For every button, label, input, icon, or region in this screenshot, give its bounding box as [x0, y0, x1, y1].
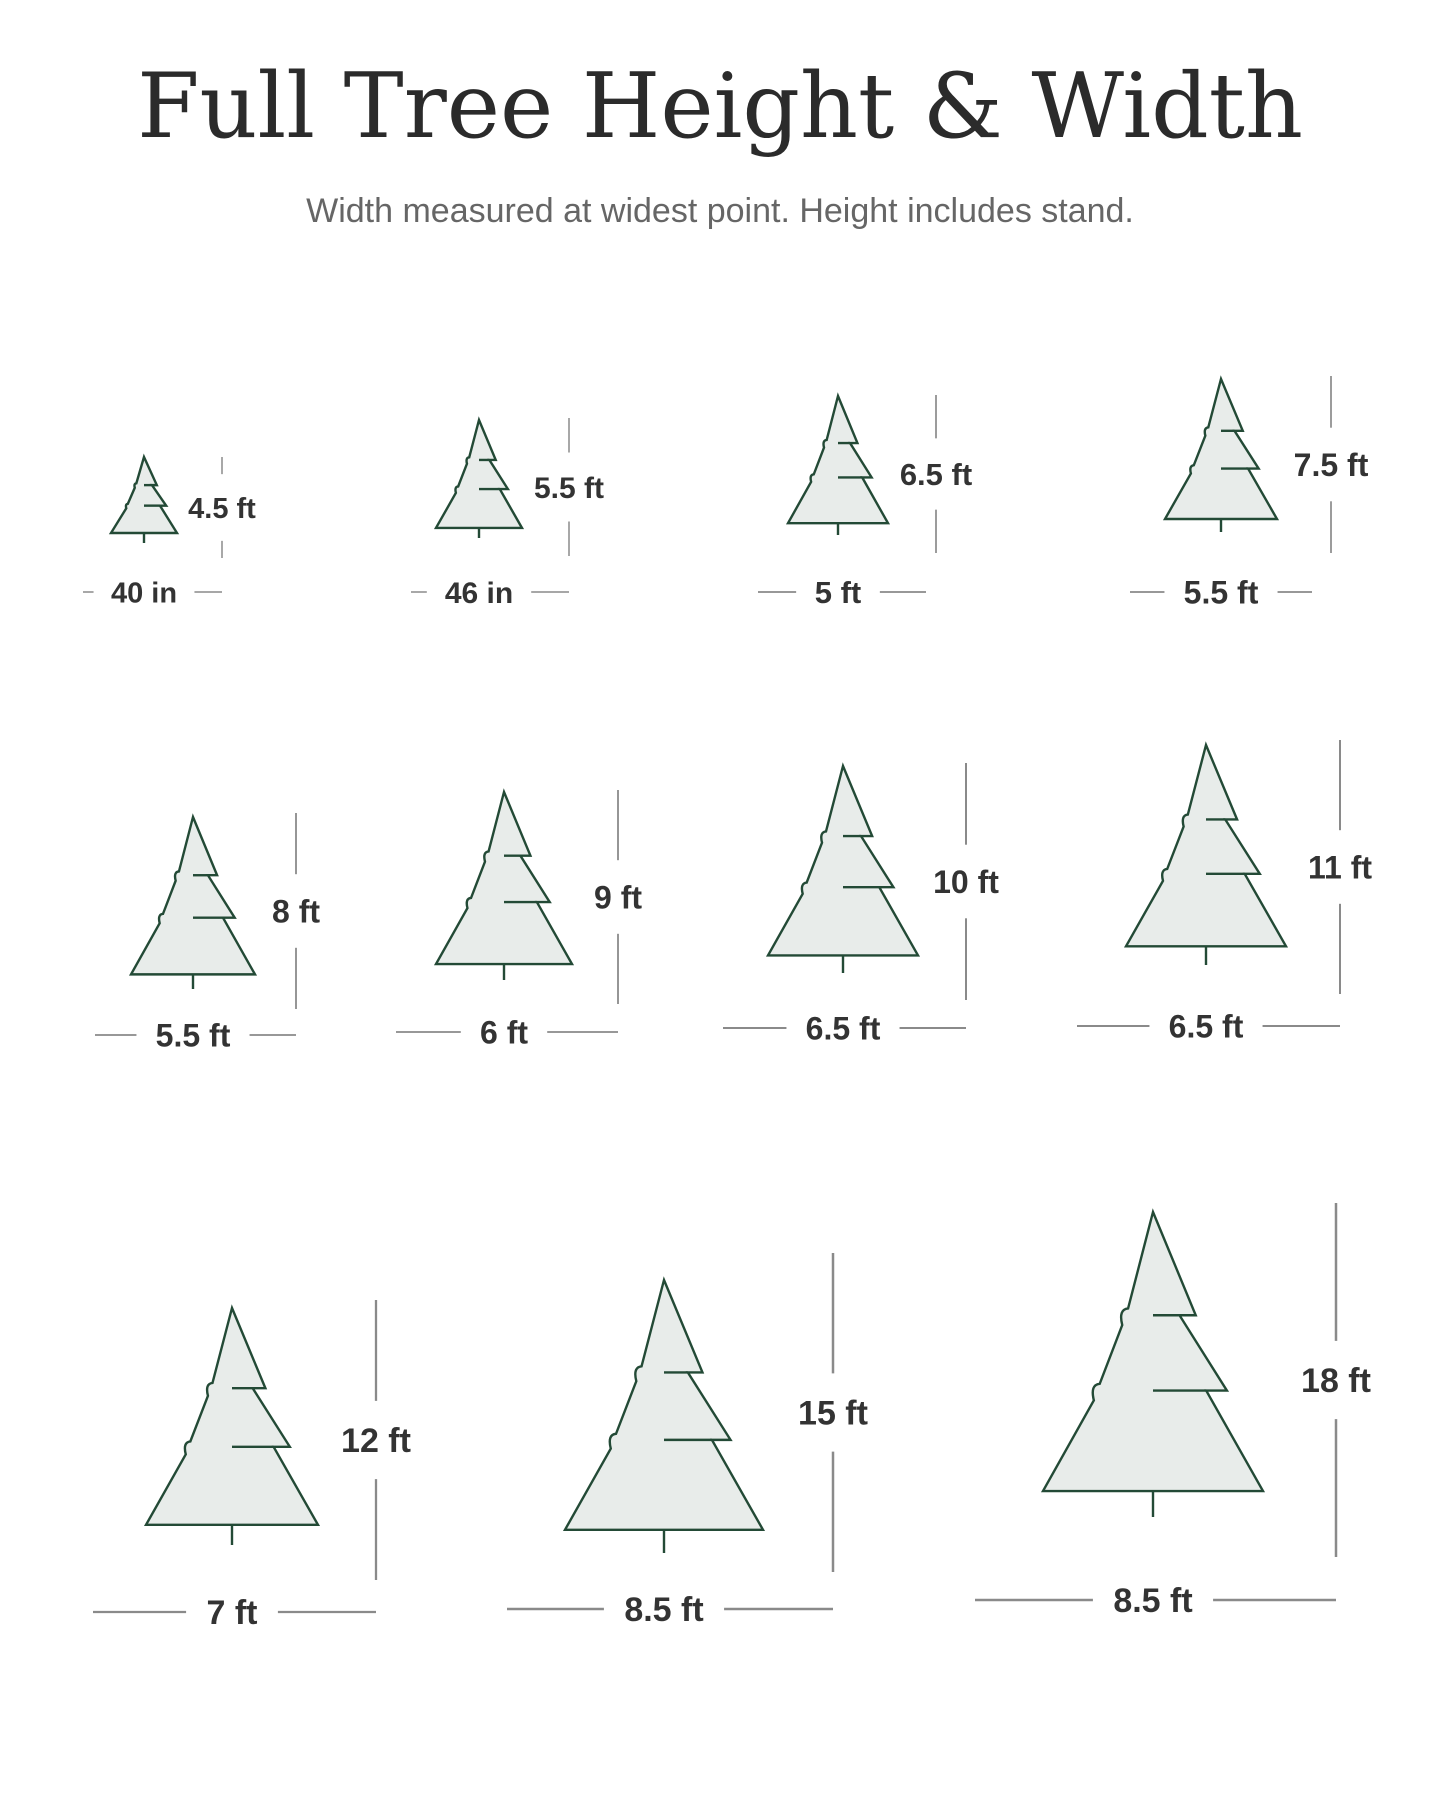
tree-icon [433, 416, 525, 530]
tree-item: 7.5 ft 5.5 ft [1130, 375, 1369, 611]
tree-icon [128, 813, 258, 976]
tree-icon [1040, 1208, 1266, 1493]
tree-width-label: 6 ft [480, 1015, 528, 1051]
tree-width-label: 5.5 ft [1184, 575, 1259, 611]
tree-item: 5.5 ft 46 in [411, 416, 604, 610]
tree-height-label: 9 ft [594, 880, 642, 916]
tree-height-label: 8 ft [272, 894, 320, 930]
tree-height-label: 12 ft [341, 1422, 411, 1460]
tree-item: 15 ft 8.5 ft [507, 1253, 868, 1629]
tree-width-label: 40 in [111, 577, 177, 609]
tree-height-label: 10 ft [933, 864, 999, 900]
tree-item: 9 ft 6 ft [396, 788, 642, 1051]
tree-height-label: 6.5 ft [900, 457, 972, 492]
tree-icon [1162, 375, 1280, 521]
tree-height-label: 18 ft [1301, 1362, 1371, 1400]
tree-height-label: 5.5 ft [534, 472, 604, 505]
tree-width-label: 7 ft [207, 1594, 258, 1632]
tree-item: 4.5 ft 40 in [83, 453, 256, 609]
tree-height-label: 4.5 ft [188, 493, 256, 525]
tree-item: 10 ft 6.5 ft [723, 762, 999, 1047]
tree-item: 12 ft 7 ft [93, 1300, 411, 1632]
tree-icon [562, 1276, 766, 1531]
tree-icon [108, 453, 180, 535]
tree-width-label: 6.5 ft [1169, 1009, 1244, 1045]
tree-item: 11 ft 6.5 ft [1077, 740, 1372, 1045]
tree-icon [433, 788, 575, 966]
tree-width-label: 5.5 ft [156, 1018, 231, 1054]
tree-width-label: 6.5 ft [806, 1011, 881, 1047]
tree-width-label: 46 in [445, 577, 513, 610]
page-subtitle: Width measured at widest point. Height i… [306, 192, 1134, 230]
tree-height-label: 7.5 ft [1294, 447, 1369, 483]
tree-icon [143, 1304, 321, 1527]
page-title: Full Tree Height & Width [137, 54, 1303, 159]
tree-item: 18 ft 8.5 ft [975, 1203, 1371, 1620]
tree-width-label: 5 ft [815, 575, 862, 610]
tree-width-label: 8.5 ft [624, 1591, 703, 1629]
tree-icon [1123, 741, 1289, 948]
tree-icon [765, 762, 921, 957]
tree-height-label: 15 ft [798, 1395, 868, 1433]
tree-icon [785, 392, 891, 525]
tree-item: 8 ft 5.5 ft [95, 813, 320, 1054]
tree-width-label: 8.5 ft [1113, 1582, 1192, 1620]
tree-item: 6.5 ft 5 ft [758, 392, 972, 610]
tree-height-label: 11 ft [1308, 850, 1372, 886]
